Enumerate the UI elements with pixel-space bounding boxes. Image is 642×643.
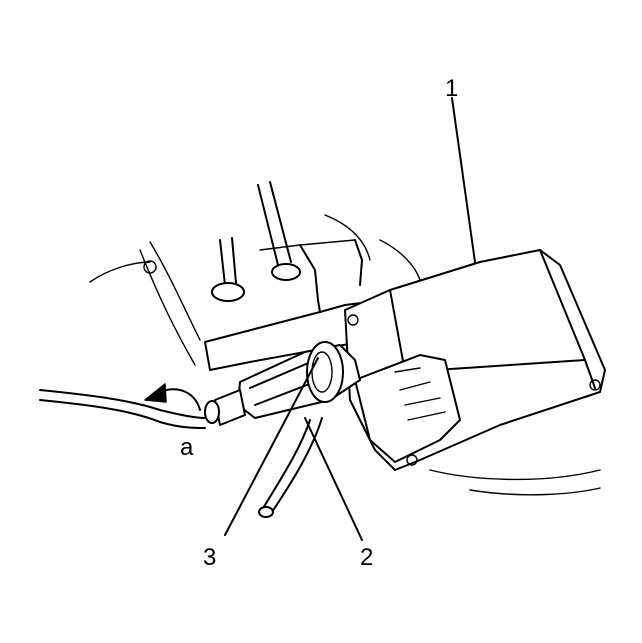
wiring-harness — [39, 389, 206, 429]
callout-2: 2 — [360, 544, 373, 571]
control-module-housing — [344, 249, 606, 471]
vacuum-pipes — [143, 181, 301, 302]
callout-a: a — [180, 434, 194, 461]
leader-lines — [224, 97, 476, 541]
callout-1: 1 — [445, 75, 458, 102]
vehicle-frame-lines — [89, 214, 601, 496]
callout-3: 3 — [203, 544, 216, 571]
connector-assembly — [204, 341, 361, 518]
rotation-arrow-icon — [144, 383, 201, 411]
